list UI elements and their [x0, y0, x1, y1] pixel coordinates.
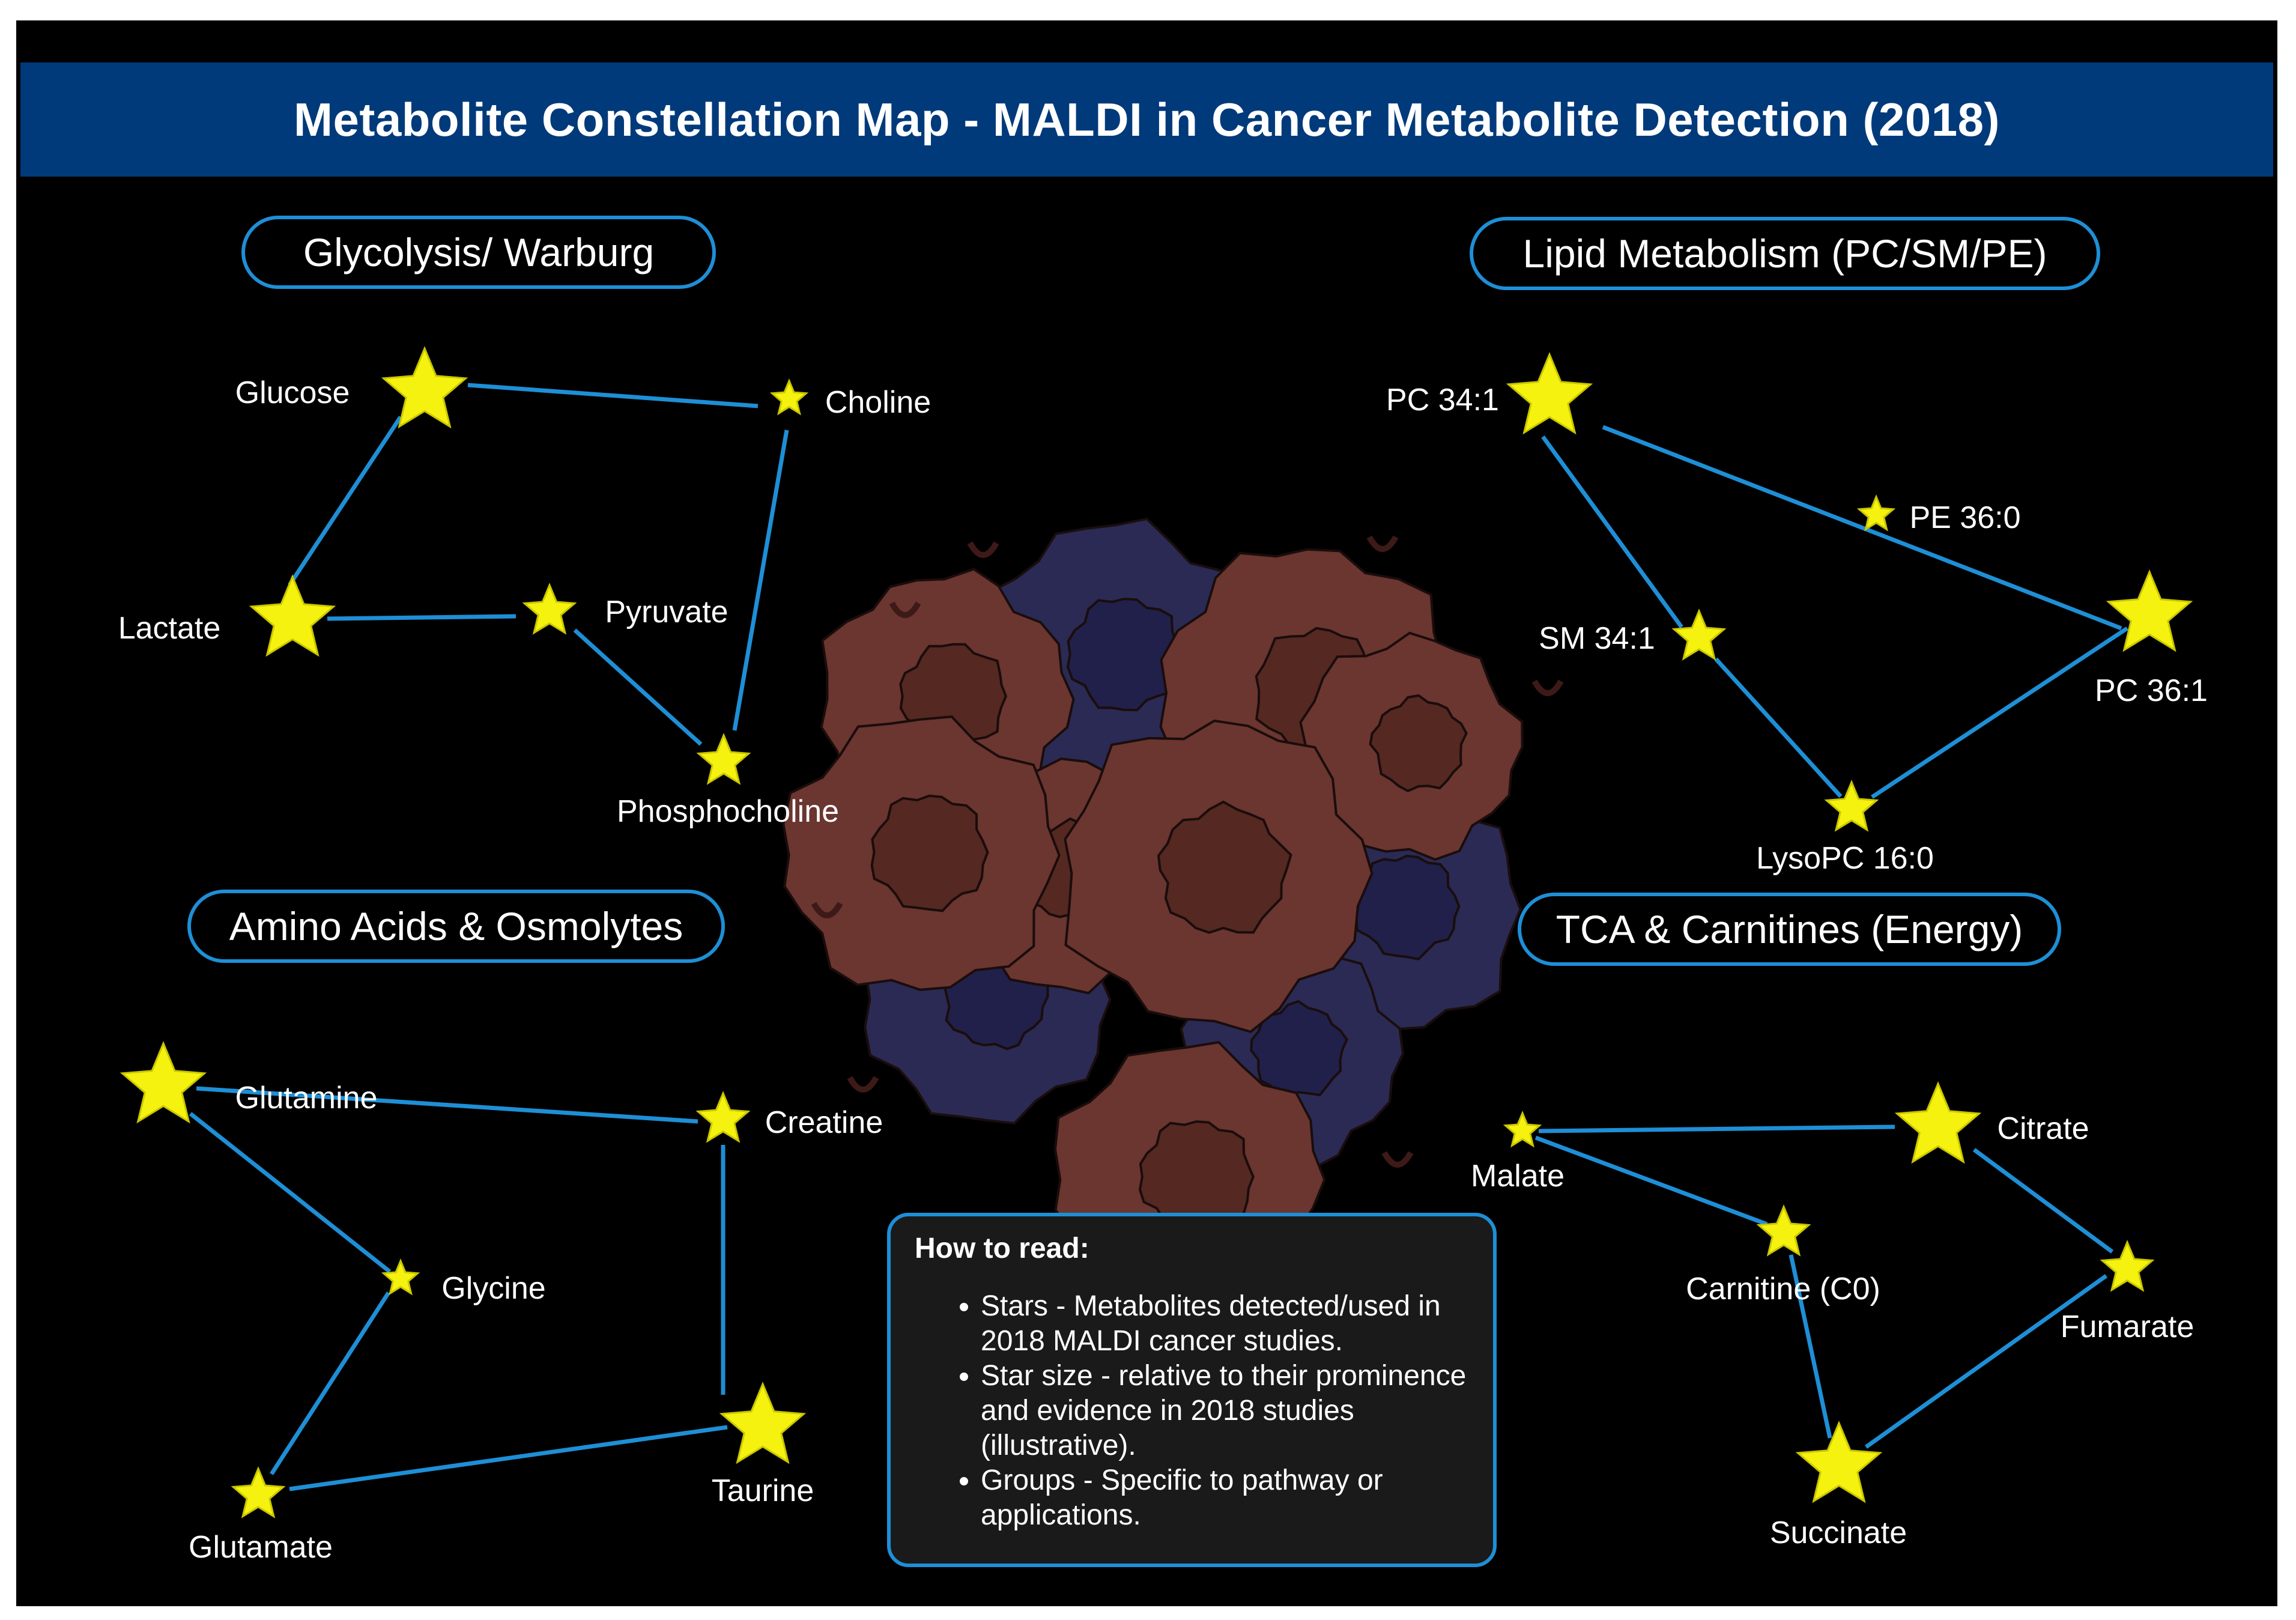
cell-receptor [1366, 535, 1399, 552]
link-lactate-to-pyruvate [327, 614, 516, 621]
star-label-fumarate: Fumarate [2060, 1309, 2195, 1344]
star-succinate-icon [1795, 1421, 1883, 1503]
star-label-pyruvate: Pyruvate [605, 595, 728, 629]
diagram-canvas: Metabolite Constellation Map - MALDI in … [16, 20, 2277, 1606]
star-pe-36-0-icon [1856, 494, 1896, 532]
group-label-glycolysis: Glycolysis/ Warburg [241, 216, 716, 289]
group-label-lipid-metabolism: Lipid Metabolism (PC/SM/PE) [1470, 217, 2100, 290]
tumor-cell-nucleus [1066, 597, 1183, 712]
star-pyruvate-icon [522, 583, 577, 635]
link-pc-34-1-to-sm-34-1 [1541, 435, 1683, 629]
star-label-glutamine: Glutamine [235, 1081, 378, 1115]
legend-list: Stars - Metabolites detected/used in 201… [915, 1289, 1469, 1533]
link-carnitine-c0-to-succinate [1789, 1254, 1832, 1439]
cell-receptor [811, 902, 843, 918]
title-bar: Metabolite Constellation Map - MALDI in … [20, 62, 2273, 177]
star-glucose-icon [381, 346, 468, 429]
star-label-lactate: Lactate [118, 611, 221, 646]
tumor-cell-nucleus [1157, 800, 1292, 934]
star-taurine-icon [719, 1382, 807, 1464]
link-sm-34-1-to-lysopc-16-0 [1714, 657, 1843, 798]
star-lactate-icon [249, 574, 336, 657]
star-glycine-icon [381, 1258, 420, 1296]
link-choline-to-phosphocholine [732, 429, 789, 731]
star-choline-icon [769, 378, 809, 416]
link-glucose-to-choline [467, 383, 759, 408]
legend-box: How to read: Stars - Metabolites detecte… [887, 1213, 1497, 1567]
link-pc-34-1-to-pc-36-1 [1602, 425, 2122, 631]
link-malate-to-carnitine-c0 [1534, 1135, 1768, 1227]
star-citrate-icon [1894, 1081, 1982, 1164]
legend-item-groups: Groups - Specific to pathway or applicat… [981, 1463, 1469, 1533]
star-malate-icon [1503, 1111, 1542, 1148]
star-sm-34-1-icon [1671, 608, 1727, 661]
star-label-pe-36-0: PE 36:0 [1909, 500, 2021, 535]
star-label-phosphocholine: Phosphocholine [616, 794, 840, 829]
link-malate-to-citrate [1538, 1124, 1895, 1133]
tumor-cell-nucleus [870, 794, 989, 912]
tumor-cell-nucleus [1250, 1000, 1348, 1098]
link-glutamine-to-glycine [189, 1112, 392, 1273]
star-pc-36-1-icon [2106, 569, 2193, 652]
group-label-tca-carnitines: TCA & Carnitines (Energy) [1518, 893, 2061, 966]
cell-receptor [847, 1076, 879, 1093]
link-fumarate-to-citrate [1972, 1148, 2114, 1254]
tumor-cell-nucleus [1369, 694, 1468, 793]
star-label-glucose: Glucose [235, 375, 350, 410]
star-label-succinate: Succinate [1769, 1515, 1907, 1550]
star-glutamate-icon [231, 1466, 286, 1518]
star-pc-34-1-icon [1506, 352, 1593, 435]
link-lysopc-16-0-to-pc-36-1 [1871, 626, 2128, 799]
star-carnitine-c0-icon [1756, 1204, 1811, 1257]
star-label-citrate: Citrate [1997, 1111, 2089, 1146]
star-label-pc-36-1: PC 36:1 [2095, 673, 2208, 708]
tumor-cell-cluster-illustration [782, 517, 1582, 1313]
star-label-glycine: Glycine [441, 1271, 546, 1306]
constellation-links [189, 383, 2128, 1491]
star-label-creatine: Creatine [765, 1105, 883, 1140]
legend-item-stars: Stars - Metabolites detected/used in 201… [981, 1289, 1469, 1359]
group-label-amino-acids: Amino Acids & Osmolytes [187, 890, 725, 963]
link-succinate-to-fumarate [1864, 1274, 2108, 1449]
star-label-taurine: Taurine [711, 1473, 814, 1508]
star-label-sm-34-1: SM 34:1 [1539, 621, 1655, 656]
star-lysopc-16-0-icon [1824, 780, 1879, 832]
metabolite-stars [120, 346, 2193, 1518]
cell-receptor [889, 601, 921, 618]
star-label-carnitine-c0: Carnitine (C0) [1686, 1272, 1880, 1306]
star-creatine-icon [695, 1091, 751, 1143]
link-pyruvate-to-phosphocholine [573, 628, 703, 746]
star-fumarate-icon [2100, 1240, 2155, 1292]
link-glucose-to-lactate [288, 416, 402, 586]
diagram-title: Metabolite Constellation Map - MALDI in … [293, 93, 2000, 146]
star-label-glutamate: Glutamate [189, 1530, 333, 1565]
star-label-malate: Malate [1470, 1159, 1565, 1194]
cell-receptor [967, 541, 999, 558]
star-glutamine-icon [120, 1041, 207, 1124]
star-phosphocholine-icon [696, 733, 751, 785]
star-label-choline: Choline [825, 385, 931, 420]
link-glutamate-to-taurine [289, 1425, 728, 1491]
link-glycine-to-glutamate [270, 1291, 390, 1475]
star-label-lysopc-16-0: LysoPC 16:0 [1756, 841, 1934, 876]
cell-receptor [1531, 679, 1564, 696]
cell-receptor [1381, 1151, 1414, 1168]
legend-item-star-size: Star size - relative to their prominence… [981, 1359, 1469, 1463]
link-glutamine-to-creatine [196, 1086, 698, 1124]
star-label-pc-34-1: PC 34:1 [1386, 383, 1499, 417]
legend-title: How to read: [915, 1233, 1089, 1264]
